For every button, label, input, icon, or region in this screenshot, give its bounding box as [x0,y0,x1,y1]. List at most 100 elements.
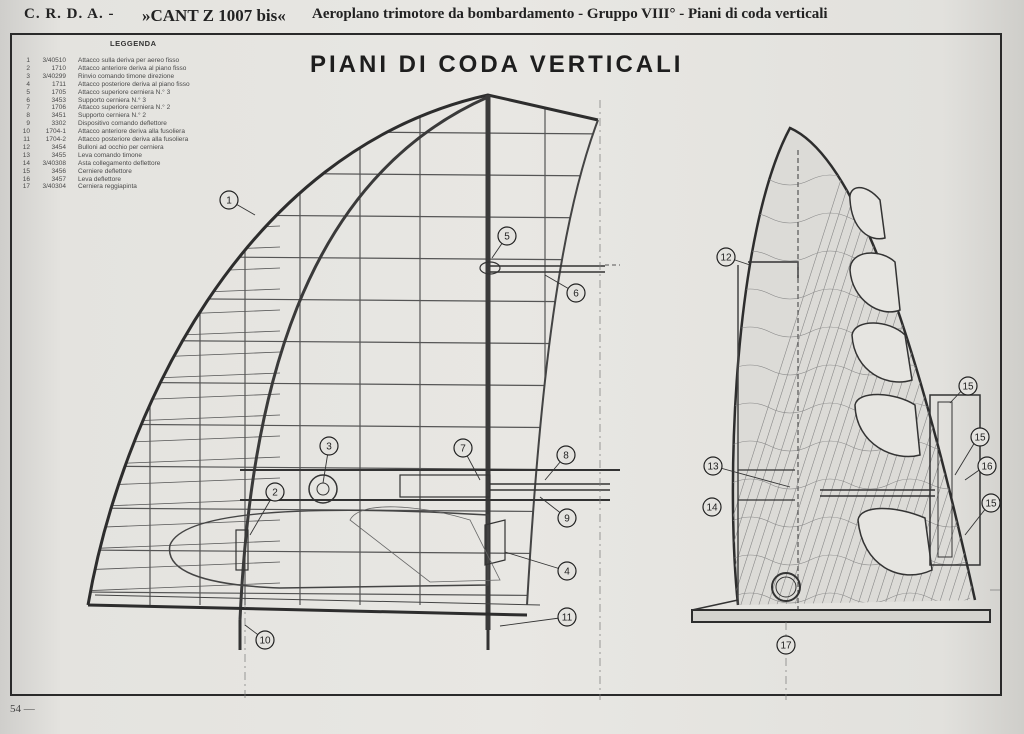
legend-item-number: 9 [26,120,30,128]
callout-label: 6 [573,289,579,300]
legend-item-code: 1704-1 [45,128,66,136]
legend-item-number: 1 [26,57,30,64]
legend-item-description: Attacco posteriore deriva alla fusoliera [78,136,189,143]
callout-label: 3 [326,442,332,453]
callout-17: 17 [776,635,796,655]
legend-item-number: 5 [26,88,30,96]
legend-item-description: Cerniera reggiapinta [78,183,137,191]
legend-item-code: 3457 [51,175,66,183]
legend-title: LEGGENDA [110,39,157,48]
callout-label: 16 [981,462,993,473]
legend-item-description: Attacco anteriore deriva al piano fisso [78,64,187,72]
callout-10: 10 [255,630,275,650]
legend-item-code: 3/40299 [42,72,67,80]
callout-4: 4 [557,561,577,581]
callout-label: 12 [720,253,732,264]
header-subtitle: Aeroplano trimotore da bombardamento - G… [312,6,828,22]
callout-label: 4 [564,567,570,578]
legend-item-number: 12 [22,143,30,151]
legend-item-description: Attacco superiore cerniera N.° 3 [78,88,171,96]
legend-item-code: 3453 [51,96,66,104]
legend-item-description: Cerniere deflettore [78,167,132,175]
callout-13: 13 [703,456,723,476]
legend-item-number: 17 [22,183,30,191]
page-header: C. R. D. A. - »CANT Z 1007 bis« Aeroplan… [20,6,1010,28]
legend-item-description: Leva deflettore [78,175,122,183]
legend-item-code: 1706 [51,104,66,112]
legend-item-code: 3/40308 [42,159,67,167]
legend-item-code: 1710 [51,64,66,72]
header-model: »CANT Z 1007 bis« [142,6,286,25]
header-org: C. R. D. A. - [24,6,115,22]
callout-5: 5 [497,226,517,246]
legend-item-description: Asta collegamento deflettore [78,159,161,167]
legend-item-number: 13 [22,151,30,159]
callout-15: 15 [970,427,990,447]
legend-item-number: 11 [23,136,30,143]
callout-label: 8 [563,451,569,462]
legend-item-description: Attacco superiore cerniera N.° 2 [78,104,171,112]
legend-item-code: 3/40304 [42,183,67,191]
callout-label: 2 [272,488,278,499]
legend-item-description: Bulloni ad occhio per cerniera [78,143,164,151]
callout-7: 7 [453,438,473,458]
legend-item-number: 10 [22,128,30,136]
callout-11: 11 [557,607,577,627]
callout-15: 15 [958,376,978,396]
legend-item-description: Rinvio comando timone direzione [78,72,175,80]
page-number: 54 — [10,703,35,715]
callout-3: 3 [319,436,339,456]
rudder-drawing [691,126,1000,700]
legend-item-code: 3454 [51,143,66,151]
legend-item-code: 3/40510 [42,57,67,64]
callout-14: 14 [702,497,722,517]
callout-label: 15 [985,499,997,510]
callout-label: 14 [706,503,718,514]
drawing-frame [10,33,1002,696]
legend-item-number: 6 [26,96,30,104]
callout-2: 2 [265,482,285,502]
legend-item-description: Dispositivo comando deflettore [78,120,167,128]
legend-item-code: 3451 [51,112,66,120]
legend-item-code: 1705 [51,88,66,96]
legend-item-description: Attacco sulla deriva per aereo fisso [78,57,180,64]
callout-9: 9 [557,508,577,528]
legend-item-description: Attacco anteriore deriva alla fusoliera [78,128,185,136]
callout-label: 15 [974,433,986,444]
legend-item-code: 1711 [52,80,66,88]
callout-16: 16 [977,456,997,476]
callout-label: 17 [780,641,792,652]
callout-1: 1 [219,190,239,210]
legend-item-number: 3 [26,72,30,80]
callout-label: 5 [504,232,510,243]
legend-item-number: 14 [22,159,30,167]
callout-label: 7 [460,444,466,455]
callout-15: 15 [981,493,1001,513]
legend-item-code: 3456 [51,167,66,175]
callout-label: 11 [562,613,573,624]
legend-item-description: Supporto cerniera N.° 3 [78,96,146,104]
legend-item-description: Leva comando timone [78,151,142,159]
legend-item-description: Attacco posteriore deriva al piano fisso [78,80,190,88]
callout-label: 9 [564,514,570,525]
fin-drawing [86,93,620,700]
legend-item-number: 8 [26,112,30,120]
legend-item-code: 3455 [51,151,66,159]
callout-label: 1 [226,196,232,207]
legend-item-code: 1704-2 [45,136,66,143]
legend-item-number: 4 [26,80,30,88]
drawing-title: PIANI DI CODA VERTICALI [310,51,684,78]
legend-item-number: 2 [26,64,30,72]
callout-8: 8 [556,445,576,465]
legend-item-number: 7 [26,104,30,112]
legend-item-number: 16 [22,175,30,183]
callout-label: 13 [707,462,719,473]
legend-item-number: 15 [22,167,30,175]
callout-label: 10 [259,636,271,647]
legend-item-code: 3302 [51,120,66,128]
callout-12: 12 [716,247,736,267]
legend-item-description: Supporto cerniera N.° 2 [78,112,146,120]
